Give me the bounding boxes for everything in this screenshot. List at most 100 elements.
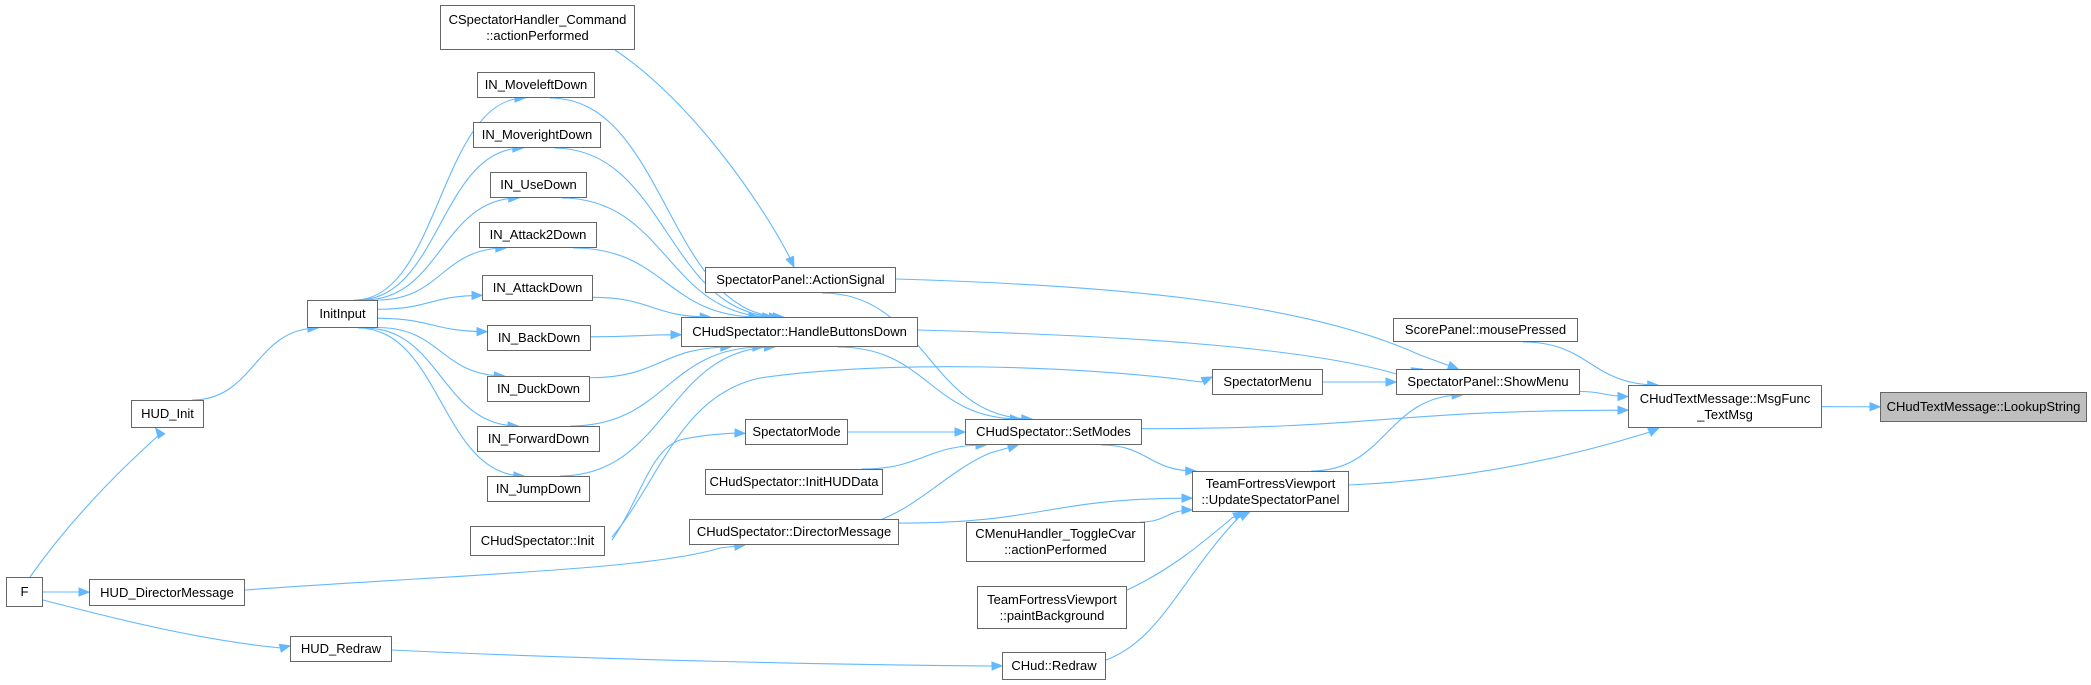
edge-initinput-to-attack (377, 290, 484, 310)
node-forward[interactable]: IN_ForwardDown (477, 426, 600, 452)
node-label-line: IN_AttackDown (492, 280, 583, 295)
node-attack2[interactable]: IN_Attack2Down (479, 222, 597, 248)
edge-back-to-handlebuttons (590, 329, 683, 340)
node-togglecvar[interactable]: CMenuHandler_ToggleCvar::actionPerformed (966, 522, 1145, 562)
node-chudredraw[interactable]: CHud::Redraw (1002, 652, 1106, 680)
edge-arrowhead (991, 661, 1004, 671)
edge-line (1141, 409, 1629, 430)
node-label-line: ::paintBackground (999, 607, 1105, 623)
edge-updatepanel-to-msgfunc (1348, 427, 1660, 486)
node-usedown[interactable]: IN_UseDown (490, 172, 587, 198)
edge-setmodes-to-updatepanel (1100, 444, 1198, 476)
edge-line (1126, 511, 1244, 591)
node-duck[interactable]: IN_DuckDown (487, 376, 590, 402)
node-updatepanel[interactable]: TeamFortressViewport::UpdateSpectatorPan… (1192, 471, 1349, 512)
node-showmenu[interactable]: SpectatorPanel::ShowMenu (1396, 369, 1580, 395)
edge-line (358, 327, 524, 477)
edge-arrowhead (1617, 391, 1630, 402)
node-hudredraw[interactable]: HUD_Redraw (290, 636, 392, 662)
edge-arrowhead (1181, 505, 1194, 515)
edge-arrowhead (78, 587, 91, 597)
node-directormsg[interactable]: CHudSpectator::DirectorMessage (689, 519, 899, 545)
edge-forward-to-handlebuttons (570, 342, 765, 427)
edge-line (29, 427, 161, 578)
edge-setmodes-to-msgfunc (1141, 405, 1630, 430)
edge-arrowhead (1185, 466, 1198, 476)
edge-showmenu-to-msgfunc (1579, 390, 1630, 402)
node-label-line: ::actionPerformed (486, 27, 589, 43)
edge-actionsignal-to-showmenu (895, 278, 1460, 370)
node-cmdaction[interactable]: CSpectatorHandler_Command::actionPerform… (440, 5, 635, 50)
edge-arrowhead (734, 428, 747, 438)
node-label-line: IN_ForwardDown (487, 431, 590, 446)
edge-arrowhead (670, 329, 683, 340)
node-label-line: CHudSpectator::InitHUDData (709, 474, 879, 489)
edge-handlebuttons-to-showmenu (917, 329, 1424, 377)
edge-line (1105, 511, 1250, 661)
node-specmode[interactable]: SpectatorMode (745, 419, 848, 445)
node-moveright[interactable]: IN_MoverightDown (473, 122, 601, 148)
edge-arrowhead (1238, 511, 1251, 522)
node-specinit[interactable]: CHudSpectator::Init (470, 526, 605, 556)
edge-f-to-hudinit (29, 426, 166, 578)
edge-hudinit-to-initinput (191, 323, 320, 401)
edge-line (879, 444, 1019, 521)
edge-line (377, 317, 488, 333)
node-moveleft[interactable]: IN_MoveleftDown (477, 72, 595, 98)
edge-line (561, 197, 773, 318)
node-label-line: IN_MoverightDown (481, 127, 593, 142)
node-hudinit[interactable]: HUD_Init (131, 400, 204, 428)
node-label-line: TeamFortressViewport (1205, 475, 1336, 491)
node-msgfunc[interactable]: CHudTextMessage::MsgFunc_TextMsg (1628, 385, 1822, 428)
node-scorepanel[interactable]: ScorePanel::mousePressed (1393, 318, 1578, 342)
edge-msgfunc-to-lookup (1821, 402, 1882, 412)
node-label-line: _TextMsg (1697, 406, 1753, 422)
edge-initinput-to-back (377, 317, 489, 337)
edge-line (917, 329, 1423, 376)
node-setmodes[interactable]: CHudSpectator::SetModes (965, 419, 1142, 445)
node-f[interactable]: F (6, 577, 43, 607)
node-handlebuttons[interactable]: CHudSpectator::HandleButtonsDown (681, 317, 918, 347)
edge-line (1523, 341, 1658, 386)
edge-arrowhead (785, 255, 795, 269)
node-actionsignal[interactable]: SpectatorPanel::ActionSignal (705, 267, 896, 293)
node-label-line: CHudSpectator::Init (480, 533, 595, 548)
node-jump[interactable]: IN_JumpDown (487, 476, 590, 502)
edge-line (363, 197, 519, 301)
node-initinput[interactable]: InitInput (307, 300, 378, 328)
edge-arrowhead (954, 427, 967, 437)
node-label-line: IN_JumpDown (495, 481, 582, 496)
edge-line (895, 278, 1459, 370)
node-paintbg[interactable]: TeamFortressViewport::paintBackground (977, 586, 1127, 629)
edge-line (861, 444, 987, 470)
edge-line (377, 294, 483, 310)
edge-togglecvar-to-updatepanel (1140, 505, 1194, 523)
edge-arrowhead (1647, 427, 1660, 437)
node-label-line: ScorePanel::mousePressed (1404, 322, 1567, 337)
edge-line (822, 292, 1032, 420)
edge-f-to-hudredraw (42, 599, 292, 653)
node-huddirector[interactable]: HUD_DirectorMessage (89, 579, 245, 606)
node-label-line: IN_MoveleftDown (484, 77, 588, 92)
edge-duck-to-handlebuttons (589, 342, 733, 379)
node-specmenu[interactable]: SpectatorMenu (1212, 369, 1323, 395)
edge-line (354, 97, 526, 301)
edge-line (837, 346, 1021, 420)
edge-arrowhead (471, 290, 484, 301)
node-lookup: CHudTextMessage::LookupString (1880, 392, 2087, 422)
edge-cmdaction-to-actionsignal (614, 49, 795, 269)
edge-line (590, 334, 682, 338)
edge-line (244, 544, 745, 591)
edge-actionsignal-to-setmodes (822, 292, 1034, 424)
node-label-line: InitInput (319, 306, 366, 321)
edge-line (573, 247, 760, 318)
node-label-line: CHudTextMessage::LookupString (1886, 399, 2081, 414)
node-attack[interactable]: IN_AttackDown (482, 275, 593, 301)
node-label-line: IN_UseDown (500, 177, 577, 192)
edge-line (554, 147, 780, 318)
node-back[interactable]: IN_BackDown (487, 325, 591, 351)
node-inithuddata[interactable]: CHudSpectator::InitHUDData (705, 469, 883, 495)
node-label-line: SpectatorMenu (1223, 374, 1312, 389)
edge-line (614, 49, 795, 268)
